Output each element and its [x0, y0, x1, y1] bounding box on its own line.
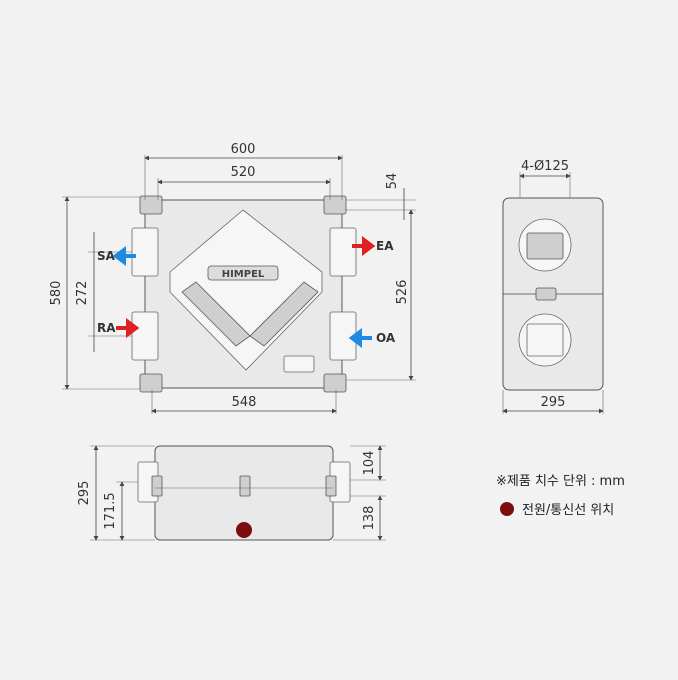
port-label-oa: OA: [376, 331, 396, 345]
dim-front-mid: 171.5: [103, 492, 118, 529]
front-view: 295 171.5 104 138: [77, 445, 386, 541]
port-label-sa: SA: [97, 249, 116, 263]
latch: [535, 287, 557, 301]
dim-front-upper: 104: [362, 451, 377, 476]
dim-height-outer: 580: [49, 281, 64, 306]
corner-bracket: [323, 195, 347, 215]
dim-front-height: 295: [77, 481, 92, 506]
port-label-ea: EA: [376, 239, 394, 253]
arrow-ea-icon: [352, 236, 376, 256]
power-cable-marker: [236, 522, 252, 538]
dim-front-lower: 138: [362, 506, 377, 531]
dim-width-inner: 520: [231, 165, 256, 180]
dim-height-ports: 272: [75, 281, 90, 306]
control-box: [283, 355, 315, 373]
dim-width-bottom: 548: [232, 395, 257, 410]
port-ea-duct: [329, 227, 357, 277]
corner-bracket: [139, 195, 163, 215]
brand-plate: [207, 265, 279, 281]
clip-center: [239, 475, 251, 497]
dim-side-width: 295: [541, 395, 566, 410]
power-marker-icon: [500, 501, 514, 516]
dim-diameter: 4-Ø125: [521, 159, 569, 174]
clip-right: [325, 475, 337, 497]
arrow-sa-icon: [112, 246, 136, 266]
dim-offset-right: 54: [385, 173, 400, 190]
side-view: 4-Ø125 295: [502, 159, 604, 414]
port-label-ra: RA: [97, 321, 116, 335]
unit-note: ※제품 치수 단위 : mm: [496, 474, 625, 489]
filter-right: [249, 281, 319, 347]
power-legend: 전원/통신선 위치: [500, 499, 614, 518]
power-legend-label: 전원/통신선 위치: [522, 503, 615, 518]
dim-height-right: 526: [395, 280, 410, 305]
arrow-oa-icon: [348, 328, 372, 348]
corner-bracket: [323, 373, 347, 393]
port-ra-duct: [131, 311, 159, 361]
heat-exchanger: [169, 209, 323, 371]
port-sa-duct: [131, 227, 159, 277]
corner-bracket: [139, 373, 163, 393]
brand-label: HIMPEL: [222, 269, 265, 280]
top-view: HIMPEL 600 520 548 580 272 526: [49, 142, 416, 414]
dim-width-outer: 600: [231, 142, 256, 157]
damper-lower: [526, 323, 564, 357]
clip-left: [151, 475, 163, 497]
arrow-ra-icon: [116, 318, 140, 338]
damper-upper: [526, 232, 564, 260]
